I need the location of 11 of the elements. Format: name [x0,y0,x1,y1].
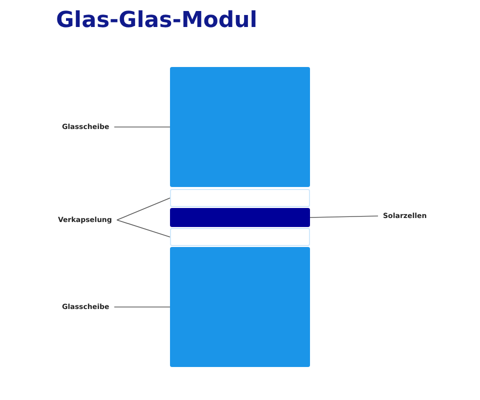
leader-line [116,198,170,220]
encapsulation-layer [170,228,310,246]
leader-line [114,126,170,128]
diagram-title: Glas-Glas-Modul [56,8,258,33]
glass-pane [170,247,310,367]
leader-line [116,220,170,238]
glass-pane [170,67,310,187]
leader-line [114,306,170,308]
encapsulation-layer [170,189,310,207]
leader-line [310,216,378,218]
solar-cell-layer [170,208,310,227]
